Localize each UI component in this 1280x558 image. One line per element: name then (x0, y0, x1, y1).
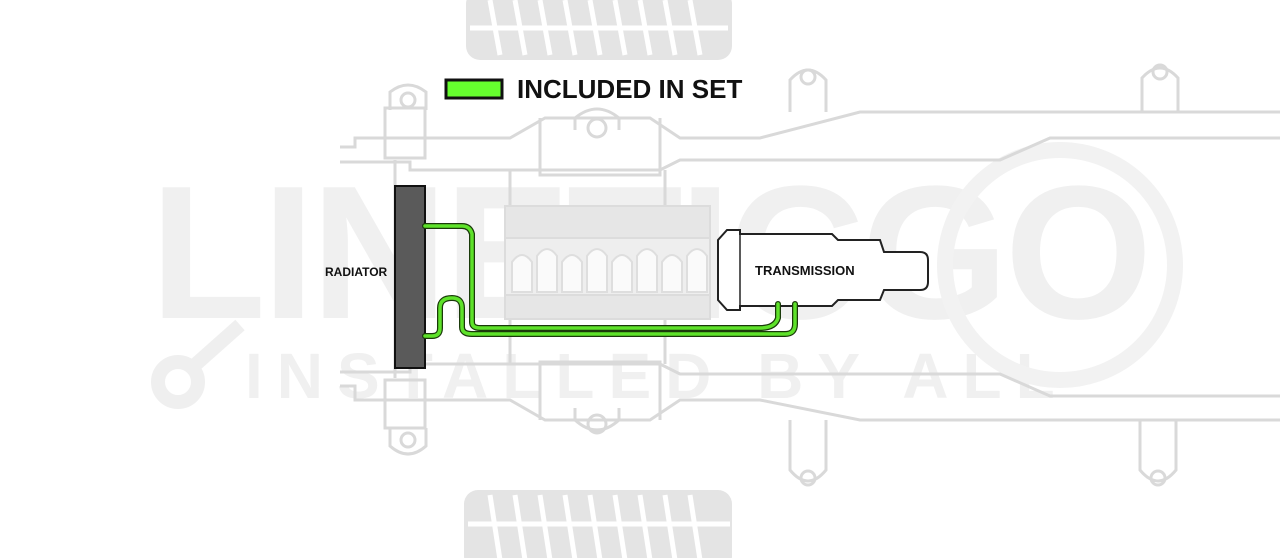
legend-swatch (444, 78, 504, 100)
watermark-swoosh (937, 142, 1183, 388)
transmission-body (717, 229, 929, 311)
legend: INCLUDED IN SET (444, 74, 742, 104)
cooler-line-upper (423, 224, 780, 330)
vehicle-frame (340, 63, 1280, 487)
top-tire (466, 0, 732, 60)
radiator-label: RADIATOR (325, 265, 388, 279)
radiator (394, 185, 426, 369)
wrench-icon (151, 319, 245, 409)
legend-label: INCLUDED IN SET (517, 74, 742, 104)
cooler-line-lower (423, 296, 797, 338)
bottom-tire (464, 490, 732, 558)
watermark: LINETICGO INSTALLED BY ALL (150, 142, 1183, 412)
cooler-lines (422, 223, 798, 339)
engine-block (504, 205, 711, 320)
transmission-label: TRANSMISSION (755, 263, 855, 278)
